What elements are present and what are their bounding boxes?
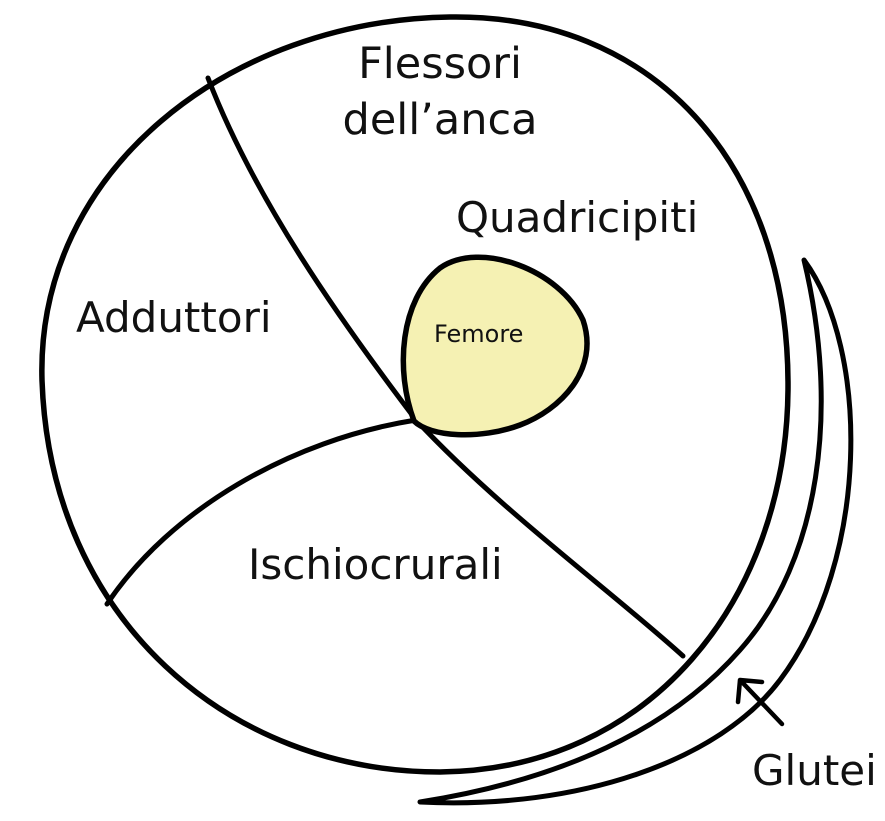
adductors-label: Adduttori <box>76 297 272 339</box>
femur-label: Femore <box>434 322 523 346</box>
hip-flexors-label-line2: dell’anca <box>300 92 580 148</box>
glutes-label: Glutei <box>752 750 877 792</box>
hip-flexors-label-line1: Flessori <box>300 36 580 92</box>
hip-flexors-label: Flessori dell’anca <box>300 36 580 148</box>
hamstrings-label: Ischiocrurali <box>248 544 503 586</box>
quadriceps-label: Quadricipiti <box>456 197 698 239</box>
